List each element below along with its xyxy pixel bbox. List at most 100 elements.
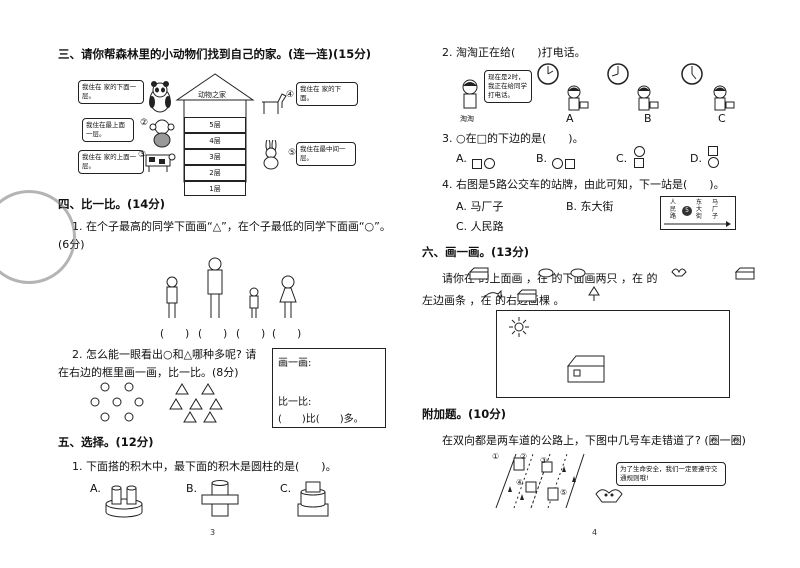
q4-option-c[interactable]: C. 人民路	[456, 220, 504, 233]
sun-icon	[509, 317, 529, 337]
q3-c-shapes	[634, 146, 646, 168]
bubble-2: 我住在最上面一层。	[82, 118, 134, 142]
drawing-box[interactable]	[272, 348, 386, 428]
road-marker-2: ②	[520, 452, 528, 461]
bus-stop-sign	[660, 196, 736, 230]
option-b[interactable]: B	[644, 112, 652, 125]
road-marker-4: ④	[516, 478, 524, 487]
box-draw-label: 画一画:	[278, 358, 312, 369]
bonus-title: 附加题。(10分)	[422, 407, 507, 421]
option-c-label[interactable]: C.	[280, 482, 292, 495]
taotao-name: 淘淘	[460, 115, 474, 123]
q3-option-a[interactable]: A.	[456, 152, 467, 165]
bird-mini-icon	[671, 268, 687, 277]
house-mini-icon-2	[734, 267, 755, 280]
sec5-q1: 1. 下面搭的积木中，最下面的积木是圆柱的是( )。	[72, 460, 337, 473]
road-marker-5: ⑤	[560, 488, 568, 497]
house-mini-icon	[468, 267, 489, 280]
option-c[interactable]: C	[718, 112, 726, 125]
bubble-5: 我住在最中间一层。	[296, 142, 356, 166]
floor-4: 4层	[184, 133, 246, 149]
option-a[interactable]: A	[566, 112, 574, 125]
blocks-b-icon[interactable]	[198, 478, 242, 520]
section-5-title: 五、选择。(12分)	[58, 435, 154, 449]
road-illustration[interactable]	[486, 452, 586, 510]
drawing-area[interactable]	[496, 310, 730, 398]
sec4-q2-line1: 2. 怎么能一眼看出○和△哪种多呢? 请	[72, 348, 257, 361]
q3-d-shapes	[708, 146, 720, 168]
floor-2: 2层	[184, 165, 246, 181]
horse-icon	[262, 93, 287, 114]
child-4-answer[interactable]: ( )	[272, 328, 302, 340]
monkey-icon	[149, 119, 175, 148]
sec4-q1-line1: 1. 在个子最高的同学下面画“△”，在个子最低的同学下面画“○”。	[72, 220, 391, 233]
fish-mini-icon	[483, 290, 502, 300]
child-c-phone-icon	[713, 85, 735, 111]
option-a-label[interactable]: A.	[90, 482, 101, 495]
box-compare-answer[interactable]: ( )比( )多。	[278, 414, 364, 425]
taotao-phone-icon	[462, 79, 478, 109]
floor-5: 5层	[184, 117, 246, 133]
bonus-text: 在双向都是两车道的公路上，下图中几号车走错道了? (圈一圈)	[442, 434, 746, 447]
station-1: 人民路	[670, 199, 677, 220]
watermark-stamp	[0, 190, 76, 284]
children-illustration	[166, 257, 297, 318]
cow-icon	[145, 153, 176, 172]
blocks-c-icon[interactable]	[292, 478, 336, 520]
floor-3: 3层	[184, 149, 246, 165]
section-4-title: 四、比一比。(14分)	[58, 197, 166, 211]
bubble-4: 我住在 家的下面。	[296, 82, 358, 106]
sec4-q2-line2: 在右边的框里画一画，比一比。(8分)	[58, 366, 239, 379]
page-number-left: 3	[210, 528, 216, 537]
marker-4: ⑤	[288, 148, 297, 158]
q4-text: 4. 右图是5路公交车的站牌，由此可知，下一站是( )。	[442, 178, 725, 191]
rabbit-icon	[263, 140, 279, 170]
bubble-1: 我住在 家的下面一层。	[78, 80, 144, 104]
q3-option-b[interactable]: B.	[536, 152, 548, 165]
q3-b-shapes	[552, 153, 575, 172]
direction-arrow-icon	[664, 221, 731, 227]
blocks-a-icon[interactable]	[102, 478, 146, 520]
cloud-mini-icon	[538, 268, 554, 278]
safety-bubble: 为了生命安全，我们一定要遵守交通规则哦!	[616, 462, 726, 486]
child-1-answer[interactable]: ( )	[160, 328, 190, 340]
q2-bubble: 现在是2时，我正在给同学打电话。	[484, 70, 532, 103]
child-2-answer[interactable]: ( )	[198, 328, 228, 340]
q3-text: 3. ○在□的下边的是( )。	[442, 132, 584, 145]
child-3-answer[interactable]: ( )	[236, 328, 266, 340]
page-number-right: 4	[592, 528, 598, 537]
floor-1: 1层	[184, 181, 246, 196]
q3-a-shapes	[472, 153, 495, 172]
bird-mascot-icon	[595, 489, 623, 503]
section-3-title: 三、请你帮森林里的小动物们找到自己的家。(连一连)(15分)	[58, 47, 372, 61]
q4-option-b[interactable]: B. 东大街	[566, 200, 614, 213]
cloud-mini-icon-2	[570, 268, 586, 278]
q2-text: 2. 淘淘正在给( )打电话。	[442, 46, 586, 59]
house-mini-icon-3	[516, 289, 537, 302]
right-page: 2. 淘淘正在给( )打电话。 现在是2时，我正在给同学打电话。 淘淘 A B …	[400, 0, 800, 568]
route-badge: 5	[682, 206, 692, 216]
child-a-phone-icon	[567, 85, 589, 111]
station-2: 东大街	[696, 199, 703, 220]
tree-mini-icon	[588, 286, 600, 301]
child-b-phone-icon	[637, 85, 659, 111]
section-6-title: 六、画一画。(13分)	[422, 245, 530, 259]
marker-1: ②	[140, 118, 149, 128]
q4-option-a[interactable]: A. 马厂子	[456, 200, 504, 213]
clock-a-icon	[537, 63, 559, 85]
road-marker-1: ①	[492, 452, 500, 461]
option-b-label[interactable]: B.	[186, 482, 198, 495]
left-page: 三、请你帮森林里的小动物们找到自己的家。(连一连)(15分) 动物之家 5层 4…	[0, 47, 391, 537]
q3-option-c[interactable]: C.	[616, 152, 628, 165]
road-marker-3: ③	[540, 456, 548, 465]
panda-icon	[149, 81, 171, 113]
clock-c-icon	[681, 63, 703, 85]
clock-b-icon	[607, 63, 629, 85]
marker-2: ③	[138, 150, 147, 160]
bubble-3: 我住在 家的上面一层。	[78, 150, 144, 174]
triangles-group	[169, 383, 223, 423]
sec6-line1: 请你在 的上面画 ，在 的下面画两只 ，在 的	[442, 272, 658, 285]
house-drawing-icon	[566, 355, 605, 383]
q3-option-d[interactable]: D.	[690, 152, 702, 165]
marker-3: ④	[286, 90, 295, 100]
